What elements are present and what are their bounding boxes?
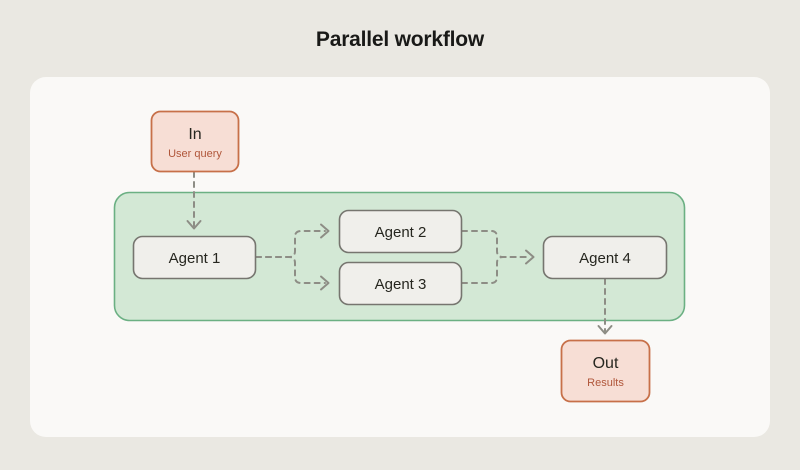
- node-agent1-box: [132, 235, 257, 280]
- node-agent3-box: [338, 261, 463, 306]
- node-agent4[interactable]: Agent 4: [542, 235, 668, 280]
- node-out-subtitle: Results: [587, 377, 624, 389]
- node-agent4-label: Agent 4: [579, 250, 631, 267]
- node-in-subtitle: User query: [168, 148, 222, 160]
- workflow-diagram: In User query Agent 1 Agent 2 Agent 3: [113, 110, 686, 403]
- connector-in-to-agent1: [186, 171, 202, 230]
- node-in-title: In: [188, 126, 201, 143]
- diagram-card: In User query Agent 1 Agent 2 Agent 3: [30, 77, 770, 437]
- node-out-title: Out: [593, 355, 619, 372]
- node-agent2-box: [338, 209, 463, 254]
- node-out-box: [560, 339, 651, 403]
- node-in[interactable]: In User query: [150, 110, 240, 173]
- node-agent1-label: Agent 1: [169, 250, 221, 267]
- node-agent4-box: [542, 235, 668, 280]
- page-title: Parallel workflow: [315, 28, 485, 51]
- node-agent2-label: Agent 2: [375, 224, 427, 241]
- parallel-group-container: [113, 191, 686, 322]
- node-out[interactable]: Out Results: [560, 339, 651, 403]
- node-agent3[interactable]: Agent 3: [338, 261, 463, 306]
- node-agent3-label: Agent 3: [375, 276, 427, 293]
- node-agent1[interactable]: Agent 1: [132, 235, 257, 280]
- connector-agent1-to-agent3: [255, 256, 330, 291]
- connector-agent3-to-agent4: [461, 256, 531, 284]
- node-agent2[interactable]: Agent 2: [338, 209, 463, 254]
- connector-agent4-to-out: [597, 278, 613, 335]
- node-in-box: [150, 110, 240, 173]
